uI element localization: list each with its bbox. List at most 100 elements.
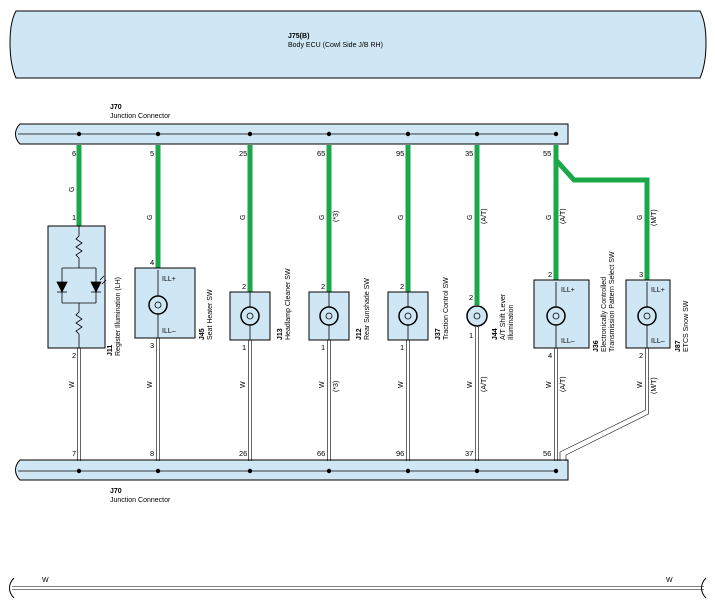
splice-top [155, 131, 161, 137]
bottom-pin: 7 [72, 449, 76, 458]
component-label-line2: Illumination [508, 304, 515, 340]
circuit-register-illumination: 6 G 1 2 W 7 J11 Register Illumination (L [47, 131, 122, 474]
wire-bottom-color: W [467, 381, 474, 388]
component-label: Register Illumination (LH) [115, 277, 122, 356]
bottom-pin: 26 [239, 449, 247, 458]
wire-bottom-color: W [398, 381, 405, 388]
led-resistor-symbol [56, 226, 107, 348]
ecu-connector: J75(B) Body ECU (Cowl Side J/B RH) [9, 10, 707, 79]
wire-top-color: G [467, 215, 474, 220]
bulb-icon [546, 282, 566, 348]
component-code: J45 [199, 328, 206, 340]
bottom-wire-w: W W [9, 577, 707, 599]
wire-white [156, 338, 160, 461]
splice-bottom [326, 468, 332, 474]
wire-bottom-color: W [546, 381, 553, 388]
circuit-seat-heater-sw: 5 G 4 ILL+ ILL– 3 W 8 J45 Seat Heater SW [134, 131, 214, 474]
circuit-etcs-snow-sw: G (M/T) 3 ILL+ ILL– 2 W (M/T) J87 ETCS S… [554, 158, 690, 461]
component-code: J44 [492, 328, 499, 340]
wire-white [475, 327, 479, 461]
wire-green [554, 158, 650, 280]
wire-top-color: G [319, 215, 326, 220]
component-label: Traction Control SW [443, 277, 450, 340]
splice-top [247, 131, 253, 137]
comp-pin-bottom: 1 [242, 343, 246, 352]
wire-bottom-color: W [319, 381, 326, 388]
bottom-pin: 8 [150, 449, 154, 458]
top-pin: 55 [543, 149, 551, 158]
bottom-pin: 66 [317, 449, 325, 458]
wire-top-color: G [240, 215, 247, 220]
junction-top-name: Junction Connector [110, 113, 171, 120]
wire-bottom-note: (A/T) [481, 376, 488, 392]
comp-pin-bottom: 1 [321, 343, 325, 352]
seat-heater-sw-box [134, 267, 196, 339]
bottom-wire-right-label: W [666, 577, 673, 584]
ill-plus-label: ILL+ [561, 287, 575, 294]
splice-bottom [553, 468, 559, 474]
ill-plus-label: ILL+ [651, 287, 665, 294]
component-label: Electronically Controlled [601, 277, 608, 352]
ecu-connector-body [9, 10, 707, 79]
circuit-at-shift-lever-illumination: 35 G (A/T) 2 1 W (A/T) 37 J44 A/T Shift … [465, 131, 515, 474]
comp-pin-top: 3 [639, 270, 643, 279]
ecu-code: J75(B) [288, 33, 309, 40]
ecu-name: Body ECU (Cowl Side J/B RH) [288, 42, 383, 49]
bulb-icon [398, 292, 418, 340]
comp-pin-bottom: 1 [469, 331, 473, 340]
junction-bottom-code: J70 [110, 488, 122, 495]
junction-top-code: J70 [110, 104, 122, 111]
comp-pin-bottom: 1 [400, 343, 404, 352]
top-pin: 5 [150, 149, 154, 158]
ill-minus-label: ILL– [561, 338, 575, 345]
junction-bottom-name: Junction Connector [110, 497, 171, 504]
wire-top-color: G [147, 215, 154, 220]
bottom-pin: 56 [543, 449, 551, 458]
comp-pin-bottom: 4 [548, 351, 552, 360]
comp-pin-top: 2 [321, 282, 325, 291]
comp-pin-top: 1 [72, 213, 76, 222]
splice-top [553, 131, 559, 137]
bottom-pin: 96 [396, 449, 404, 458]
wire-bottom-note: (A/T) [560, 376, 567, 392]
wire-top-color: G [398, 215, 405, 220]
splice-bottom [247, 468, 253, 474]
splice-bottom [76, 468, 82, 474]
wire-white [406, 340, 410, 461]
splice-top [405, 131, 411, 137]
bulb-icon [466, 305, 488, 327]
component-label-line2: Transmission Pattern Select SW [609, 251, 616, 352]
bulb-icon [637, 282, 657, 348]
wire-white [554, 348, 558, 461]
circuit-pattern-select-sw: 55 G (A/T) 2 ILL+ ILL– 4 W (A/T) 56 J36 … [533, 131, 616, 474]
wire-bottom-note: (*3) [333, 381, 340, 392]
circuit-rear-sunshade-sw: 65 G (*3) 2 1 W (*3) 66 J12 Rear Sunshad… [308, 131, 371, 474]
splice-top [76, 131, 82, 137]
component-code: J36 [593, 340, 600, 352]
splice-bottom [405, 468, 411, 474]
comp-pin-bottom: 3 [150, 341, 154, 350]
circuit-headlamp-cleaner-sw: 25 G 2 1 W 26 J13 Headlamp Cleaner SW [229, 131, 292, 474]
wire-bottom-color: W [240, 381, 247, 388]
component-label: Headlamp Cleaner SW [285, 268, 292, 340]
junction-bottom-body [15, 459, 569, 481]
wire-top-color: G [69, 187, 76, 192]
bulb-icon [148, 270, 168, 338]
component-label: ETCS Snow SW [683, 300, 690, 352]
splice-top [326, 131, 332, 137]
top-pin: 65 [317, 149, 325, 158]
splice-bottom [474, 468, 480, 474]
top-pin: 6 [72, 149, 76, 158]
splice-top [474, 131, 480, 137]
junction-connector-bottom: J70 Junction Connector [15, 459, 569, 504]
component-code: J87 [675, 340, 682, 352]
wire-top-note: (A/T) [560, 208, 567, 224]
wire-bottom-color: W [69, 381, 76, 388]
wire-bottom-color: W [147, 381, 154, 388]
comp-pin-top: 4 [150, 258, 154, 267]
bottom-wire-left-label: W [42, 577, 49, 584]
wire-bottom-color: W [637, 381, 644, 388]
top-pin: 35 [465, 149, 473, 158]
wire-top-note: (M/T) [651, 209, 658, 226]
comp-pin-top: 2 [242, 282, 246, 291]
